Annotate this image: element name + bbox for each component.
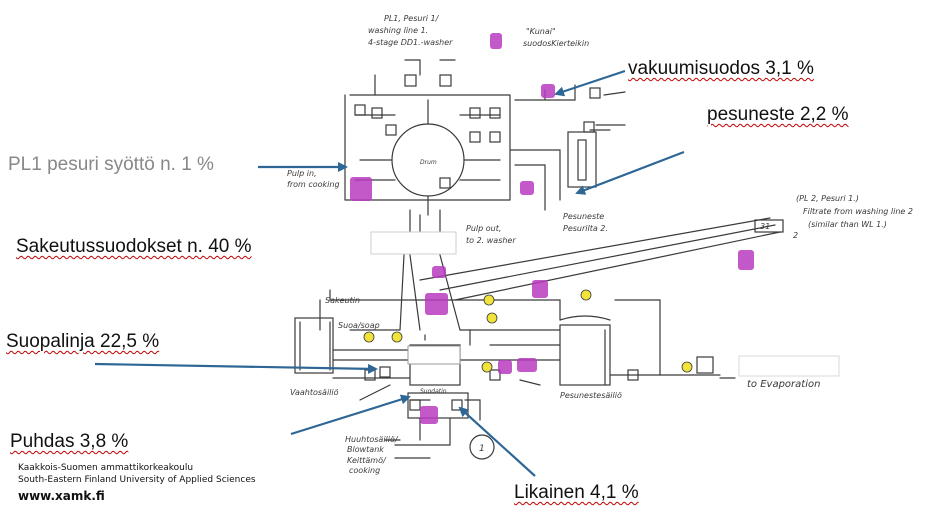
sketch-pesunestesailio: Pesunestesäiliö — [560, 391, 622, 400]
sketch-suodatin: Suodatin — [420, 388, 447, 395]
label-clean: Puhdas 3,8 % — [10, 431, 128, 453]
label-pl1-feed: PL1 pesuri syöttö n. 1 % — [8, 154, 214, 176]
sketch-sakeutin: Sakeutin — [325, 296, 360, 305]
lower-tanks-sketch — [295, 290, 735, 459]
sketch-flush-1: Huuhtosäiliö/ — [345, 435, 399, 444]
sketch-note-1: "Kunai" — [526, 27, 556, 36]
sketch-pl2-2: Filtrate from washing line 2 — [803, 207, 913, 216]
sketch-liquid-1: Pesuneste — [563, 212, 604, 221]
sketch-title-2: washing line 1. — [368, 26, 428, 35]
sketch-soap: Suoa/soap — [338, 321, 380, 330]
sketch-cook-1: Keittämö/ — [347, 456, 387, 465]
sketch-pulp-in-1: Pulp in, — [287, 169, 317, 178]
sketch-tag-31: 31 — [760, 222, 770, 231]
label-soap-line: Suopalinja 22,5 % — [6, 331, 159, 353]
label-dirty: Likainen 4,1 % — [514, 482, 639, 504]
sketch-evaporation: to Evaporation — [747, 379, 820, 390]
sketch-pulp-out-1: Pulp out, — [466, 224, 501, 233]
sketch-circle-num: 1 — [479, 444, 485, 454]
sketch-drum: Drum — [420, 159, 437, 166]
sketch-pulp-in-2: from cooking — [287, 180, 340, 189]
label-vacuum-filtrate: vakuumisuodos 3,1 % — [628, 58, 814, 80]
sketch-vaahtosailio: Vaahtosäiliö — [290, 388, 339, 397]
sketch-title-1: PL1, Pesuri 1/ — [384, 14, 440, 23]
sketch-liquid-2: Pesurilta 2. — [563, 224, 608, 233]
sketch-note-2: suodosKierteikin — [523, 39, 589, 48]
sketch-flush-2: Blowtank — [347, 445, 384, 454]
sketch-tag-2: 2 — [793, 231, 798, 240]
sketch-pulp-out-2: to 2. washer — [466, 236, 516, 245]
arrow-washing-liquid — [577, 152, 684, 193]
footer-school-en: South-Eastern Finland University of Appl… — [18, 475, 256, 485]
sketch-pl2-1: (PL 2, Pesuri 1.) — [796, 194, 859, 203]
label-thickening-filtrates: Sakeutussuodokset n. 40 % — [16, 236, 252, 258]
footer-url[interactable]: www.xamk.fi — [18, 489, 105, 503]
arrow-soap-line — [95, 364, 376, 369]
arrow-clean — [291, 397, 409, 434]
sketch-cook-2: cooking — [349, 466, 380, 475]
label-washing-liquid: pesuneste 2,2 % — [707, 104, 849, 126]
connection-lines — [400, 255, 460, 330]
sketch-title-3: 4-stage DD1.-washer — [368, 38, 453, 47]
footer-school-fi: Kaakkois-Suomen ammattikorkeakoulu — [18, 463, 193, 473]
sketch-pl2-3: (similar than WL 1.) — [808, 220, 887, 229]
